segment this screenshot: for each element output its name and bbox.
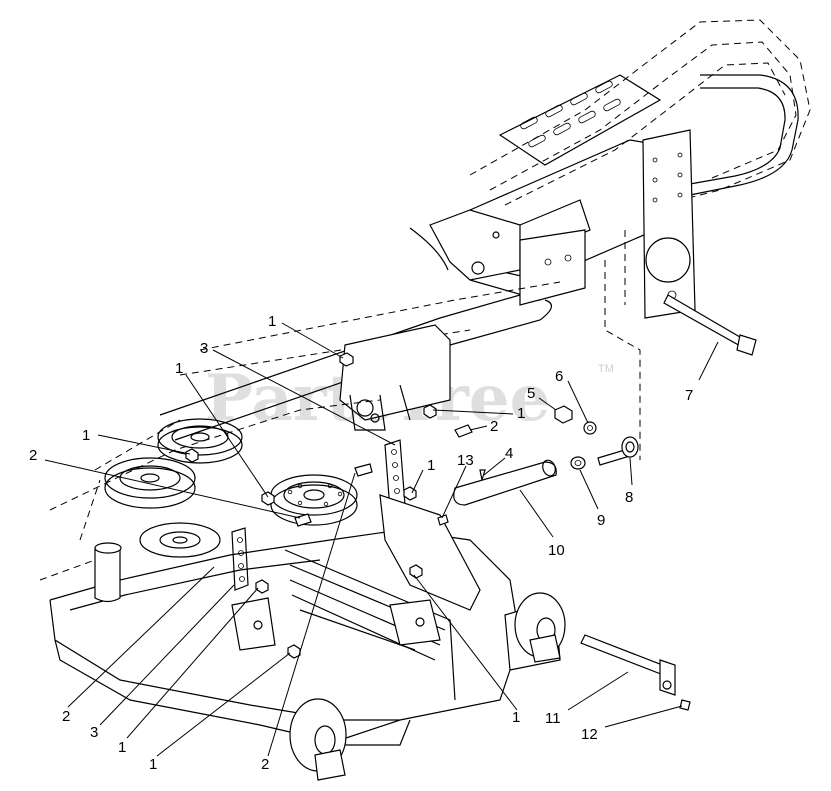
callout-4: 4 <box>505 445 513 462</box>
callout-2: 2 <box>490 418 498 435</box>
idler-arm <box>231 439 406 591</box>
pulley-left <box>104 457 196 509</box>
callout-13: 13 <box>457 452 474 469</box>
spindle-post <box>94 542 122 603</box>
callout-12: 12 <box>581 726 598 743</box>
rod-assembly <box>453 294 757 506</box>
callouts: 1 1 1 1 1 1 1 1 2 2 2 2 3 3 4 5 6 7 8 9 … <box>29 313 693 773</box>
callout-1: 1 <box>427 457 435 474</box>
callout-1: 1 <box>512 709 520 726</box>
callout-9: 9 <box>597 512 605 529</box>
callout-8: 8 <box>625 489 633 506</box>
pulley-bottom <box>139 522 221 558</box>
pulley-center <box>270 474 358 526</box>
callout-3: 3 <box>200 340 208 357</box>
callout-2: 2 <box>261 756 269 773</box>
callout-2: 2 <box>29 447 37 464</box>
callout-7: 7 <box>685 387 693 404</box>
pin-assembly <box>580 634 691 711</box>
leader-lines <box>44 322 719 757</box>
callout-1: 1 <box>268 313 276 330</box>
callout-1: 1 <box>175 360 183 377</box>
watermark-trademark: TM <box>598 363 614 375</box>
callout-5: 5 <box>527 385 535 402</box>
gauge-wheel-rear <box>514 592 566 663</box>
frame-tube <box>94 281 561 471</box>
callout-1: 1 <box>118 739 126 756</box>
callout-1: 1 <box>82 427 90 444</box>
tractor-frame <box>409 19 811 460</box>
pulleys <box>94 418 358 603</box>
callout-10: 10 <box>548 542 565 559</box>
gauge-wheels <box>289 592 566 781</box>
callout-1: 1 <box>149 756 157 773</box>
lift-bracket <box>339 324 473 438</box>
callout-3: 3 <box>90 724 98 741</box>
callout-6: 6 <box>555 368 563 385</box>
deck-hangers <box>185 448 449 659</box>
mower-deck <box>39 399 561 746</box>
callout-11: 11 <box>545 710 561 727</box>
gauge-wheel-front <box>289 698 347 781</box>
callout-2: 2 <box>62 708 70 725</box>
callout-1: 1 <box>517 405 525 422</box>
